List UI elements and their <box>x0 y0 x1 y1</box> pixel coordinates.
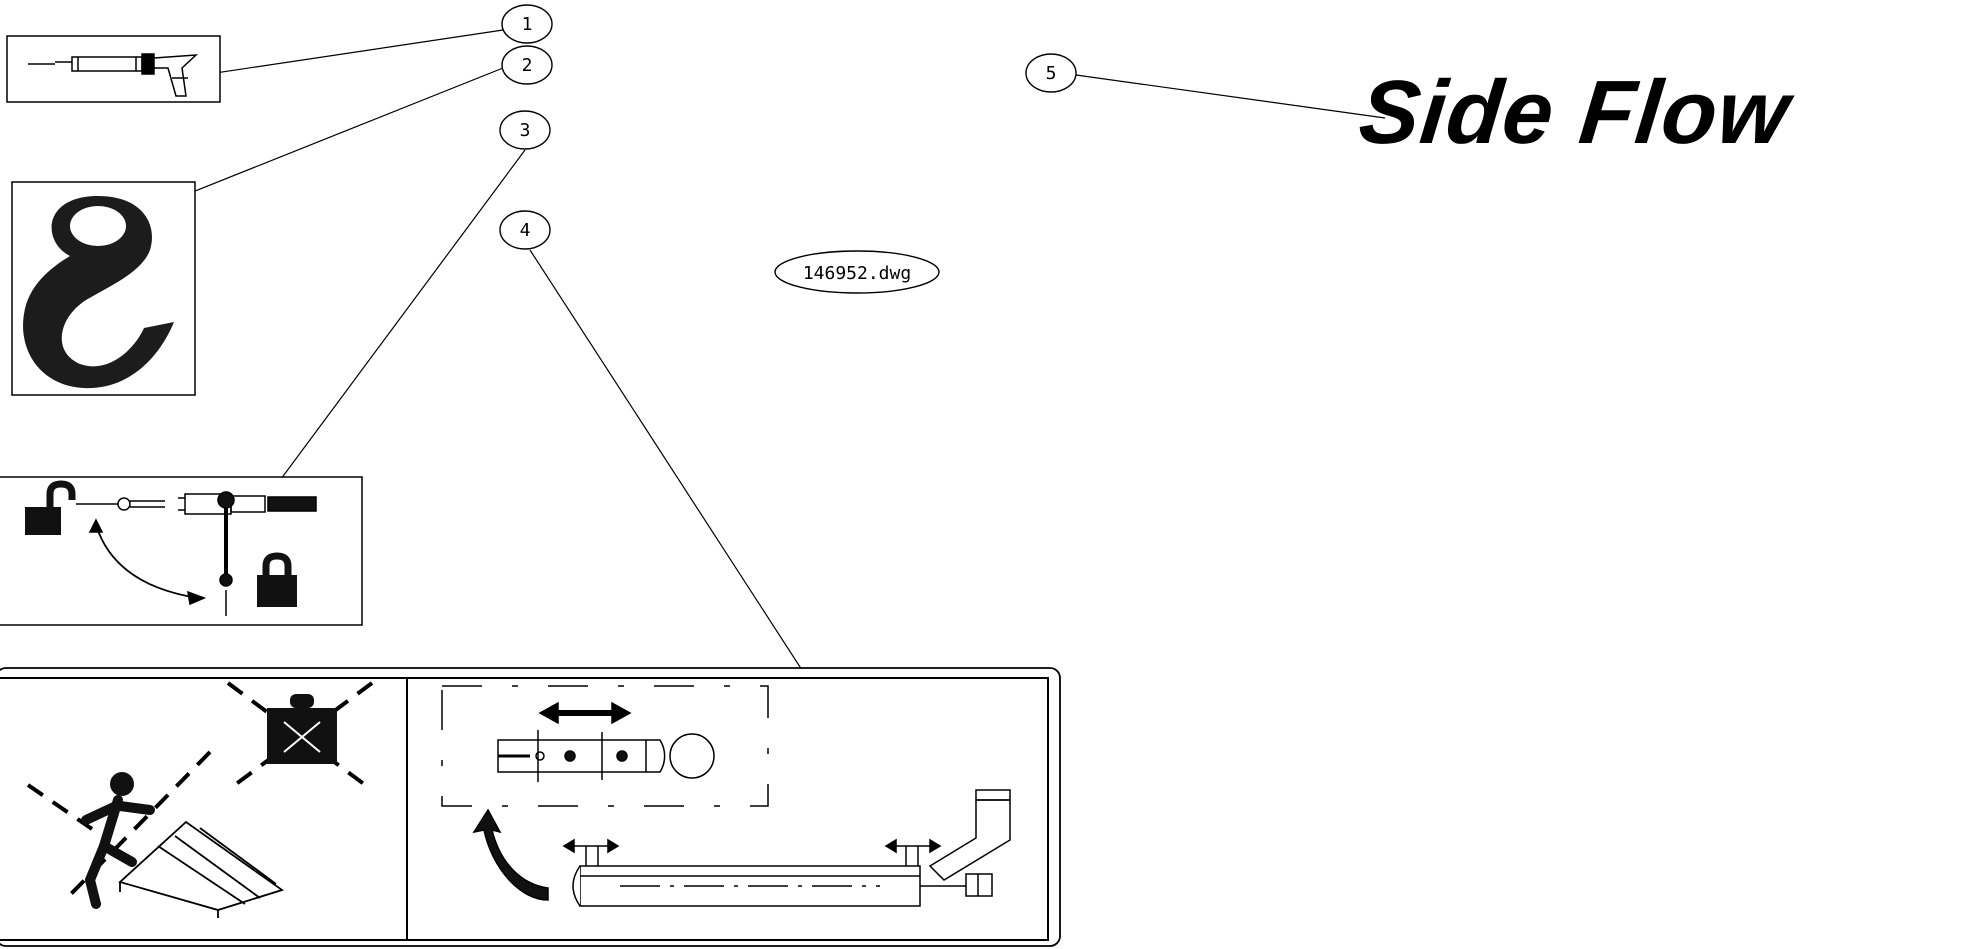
drawing-file-label: 146952.dwg <box>774 250 940 294</box>
unlock-icon <box>25 480 76 535</box>
leader-5 <box>1075 74 1386 119</box>
slide-gate-icon <box>497 701 715 782</box>
callout-2[interactable]: 2 <box>501 45 553 85</box>
callout-4-label: 4 <box>520 220 531 241</box>
grease-gun-icon <box>28 53 199 97</box>
step-plate <box>118 820 285 918</box>
hopper-icon <box>928 789 1011 881</box>
lock-icon <box>257 552 297 607</box>
callout-2-label: 2 <box>522 55 533 76</box>
callout-1[interactable]: 1 <box>501 4 553 44</box>
callout-5-label: 5 <box>1046 63 1057 84</box>
auger-cylinder-icon <box>562 838 993 907</box>
leader-4 <box>529 249 847 739</box>
hook-eye <box>70 206 126 246</box>
lifting-hook-icon <box>23 196 175 389</box>
drawing-file-text: 146952.dwg <box>803 263 911 284</box>
callout-5[interactable]: 5 <box>1025 53 1077 93</box>
callout-4[interactable]: 4 <box>499 210 551 250</box>
callout-3-label: 3 <box>520 120 531 141</box>
drawing-title: Side Flow <box>1354 63 1795 163</box>
safety-panel <box>0 667 1061 947</box>
auger-panel <box>441 685 1011 907</box>
grease-gun-decal <box>6 35 221 103</box>
lifting-hook-decal <box>11 181 196 396</box>
rotate-arrow-icon <box>472 808 549 901</box>
walking-person-icon <box>81 772 155 909</box>
lock-valve-icon <box>76 491 317 616</box>
callout-3[interactable]: 3 <box>499 110 551 150</box>
no-step-panel <box>26 681 374 918</box>
no-step-icon <box>267 694 337 764</box>
lock-valve-decal <box>0 476 363 626</box>
callout-1-label: 1 <box>522 14 533 35</box>
leader-lines <box>89 29 1386 739</box>
